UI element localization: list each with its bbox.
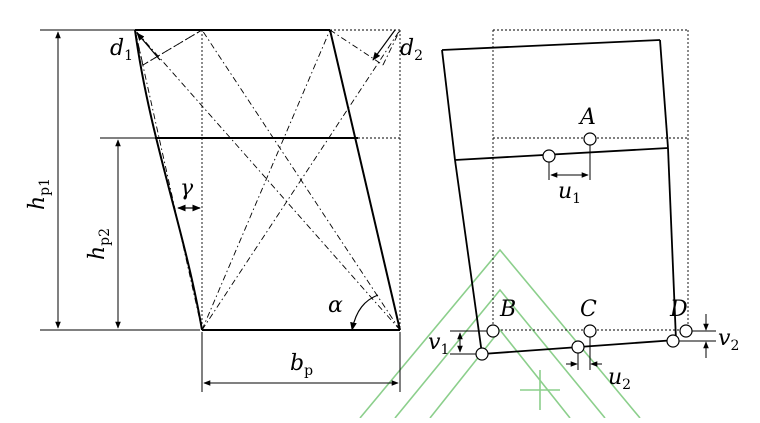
deformed-frame (134, 29, 401, 331)
node-C (583, 324, 597, 338)
bp-dimension (201, 332, 401, 392)
v2-label: v2 (718, 326, 739, 354)
node-D (679, 324, 693, 338)
v2-dimension (679, 314, 716, 358)
gamma-label: γ (180, 176, 194, 201)
right-panel-diagram: A B C D u1 u2 v1 v2 (428, 29, 739, 393)
node-C-label: C (580, 297, 597, 322)
node-B-label: B (499, 297, 516, 322)
u2-dimension (566, 337, 602, 370)
d2-label: d2 (400, 36, 423, 64)
node-C-displaced (571, 340, 585, 354)
v1-label: v1 (428, 330, 449, 358)
node-markers (475, 132, 693, 361)
d1-label: d1 (110, 36, 133, 64)
alpha-angle-arc (350, 294, 379, 331)
v1-dimension (450, 330, 487, 355)
hp2-label: hp2 (85, 228, 113, 260)
hp1-label: hp1 (25, 178, 53, 210)
diagonal-lines (134, 29, 401, 331)
u1-label: u1 (558, 179, 581, 207)
node-D-displaced (666, 334, 680, 348)
u1-dimension (548, 145, 591, 180)
node-A (583, 132, 597, 146)
node-B-displaced (475, 347, 489, 361)
bp-label: bp (290, 351, 313, 379)
node-D-label: D (669, 297, 688, 322)
d1-arrow (136, 32, 161, 61)
deformed-frame-right (441, 39, 677, 355)
left-panel-diagram: hp1 hp2 bp d1 d2 γ α (25, 29, 423, 392)
hp1-dimension (40, 29, 200, 331)
node-B (486, 324, 500, 338)
watermark-logo (359, 248, 641, 419)
alpha-label: α (328, 293, 343, 318)
node-A-label: A (578, 105, 596, 130)
u2-label: u2 (608, 365, 631, 393)
hp2-dimension (100, 137, 155, 329)
d2-arrow (372, 29, 396, 61)
node-A-displaced (542, 149, 556, 163)
